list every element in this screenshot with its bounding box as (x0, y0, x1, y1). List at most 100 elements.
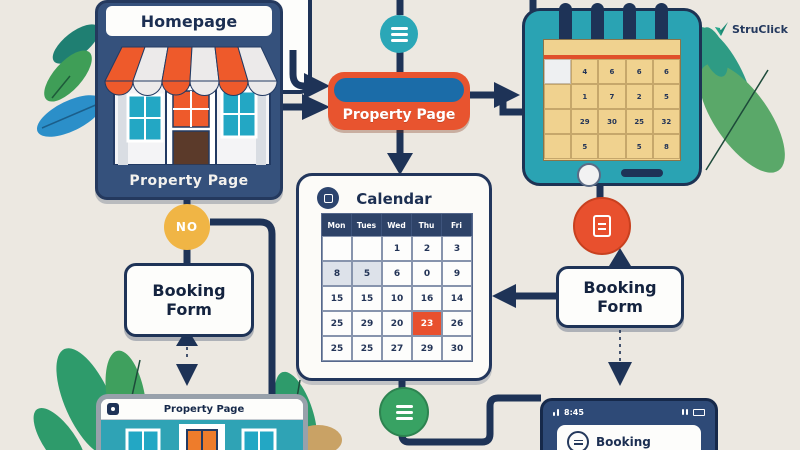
brand-name: StruClick (732, 23, 788, 36)
homepage-node[interactable]: Homepage (95, 0, 283, 200)
dashed-arrowheads (176, 248, 632, 386)
arrowhead-up-orangecircle (609, 248, 631, 266)
device-calendar-cell: 32 (652, 109, 680, 134)
calendar-date-cell[interactable]: 29 (412, 336, 442, 361)
device-calendar-cell (544, 84, 572, 109)
device-calendar-cell (544, 134, 572, 159)
calendar-day-header: Thu (412, 214, 442, 236)
arrowhead-up-bookingleft (176, 328, 198, 346)
phone-time: 8:45 (564, 407, 584, 417)
storefront-illustration (104, 46, 278, 165)
calendar-date-cell[interactable]: 9 (442, 261, 472, 286)
calendar-date-cell[interactable]: 15 (322, 286, 352, 311)
brand-logo: StruClick (714, 22, 788, 37)
calendar-date-cell[interactable]: 26 (442, 311, 472, 336)
phone-booking-panel[interactable]: Booking (557, 425, 701, 450)
leaves-right (689, 26, 785, 173)
device-calendar-cell: 4 (571, 59, 599, 84)
calendar-date-cell[interactable]: 2 (412, 236, 442, 261)
calendar-date-cell[interactable]: 23 (412, 311, 442, 336)
device-calendar-cell: 5 (652, 84, 680, 109)
hamburger-icon (390, 26, 408, 30)
solid-connectors (183, 0, 604, 446)
device-calendar-cell (598, 134, 626, 159)
leaves-top-left (36, 24, 104, 137)
calendar-date-cell[interactable]: 1 (382, 236, 412, 261)
laptop-page-title: Property Page (163, 403, 245, 415)
phone-form-label: Booking (596, 435, 651, 449)
calendar-day-header: Mon (322, 214, 352, 236)
arrowhead-pill-down (387, 153, 413, 175)
binder-ring-icon (655, 3, 668, 45)
arrowhead-down-laptop (176, 364, 198, 386)
laptop-node[interactable]: Property Page (96, 394, 308, 450)
no-badge: NO (164, 204, 210, 250)
calendar-date-cell[interactable]: 25 (352, 336, 382, 361)
arrowhead-down-phone (608, 362, 632, 386)
booking-form-right-node[interactable]: Booking Form (556, 266, 684, 328)
device-speaker (621, 169, 663, 177)
device-calendar-header (544, 40, 680, 59)
booking-form-left-node[interactable]: Booking Form (124, 263, 254, 337)
binder-ring-icon (591, 3, 604, 45)
calendar-date-cell[interactable]: 27 (382, 336, 412, 361)
calendar-date-cell[interactable]: 20 (382, 311, 412, 336)
mini-storefront-illustration (125, 424, 277, 450)
binder-ring-icon (559, 3, 572, 45)
device-calendar-cell (544, 59, 572, 84)
calendar-date-cell[interactable]: 16 (412, 286, 442, 311)
device-calendar-cell: 6 (598, 59, 626, 84)
booking-form-left-label: Booking Form (152, 281, 226, 319)
device-calendar-cell: 29 (571, 109, 599, 134)
device-calendar-cell: 6 (625, 59, 653, 84)
calendar-day-header: Tues (352, 214, 382, 236)
laptop-titlebar: Property Page (101, 399, 303, 420)
calendar-date-cell[interactable]: 3 (442, 236, 472, 261)
calendar-date-cell[interactable]: 0 (412, 261, 442, 286)
device-home-button[interactable] (577, 163, 601, 187)
calendar-date-cell[interactable]: 6 (382, 261, 412, 286)
wifi-icon (682, 409, 688, 415)
homepage-caption: Property Page (129, 173, 249, 189)
calendar-date-cell[interactable]: 5 (352, 261, 382, 286)
phone-statusbar: 8:45 (543, 401, 715, 423)
calendar-date-cell[interactable] (322, 236, 352, 261)
homepage-title: Homepage (106, 6, 272, 36)
calendar-date-cell[interactable]: 10 (382, 286, 412, 311)
property-page-node[interactable]: Property Page (328, 72, 470, 130)
device-calendar-cell: 7 (598, 84, 626, 109)
phone-node[interactable]: 8:45 Booking (540, 398, 718, 450)
device-calendar-cell: 6 (652, 59, 680, 84)
leaf-check-icon (715, 22, 728, 36)
signal-icon (553, 408, 559, 416)
booking-icon (567, 431, 589, 450)
calendar-date-cell[interactable]: 25 (322, 311, 352, 336)
battery-icon (693, 408, 705, 416)
calendar-date-cell[interactable]: 30 (442, 336, 472, 361)
line-calendar-to-phone (398, 381, 541, 446)
menu-node-bottom[interactable] (379, 387, 429, 437)
device-calendar-cell (544, 109, 572, 134)
laptop-screen (101, 420, 303, 450)
calendar-date-cell[interactable]: 29 (352, 311, 382, 336)
calendar-date-cell[interactable]: 14 (442, 286, 472, 311)
calendar-icon (317, 187, 339, 209)
calendar-date-cell[interactable]: 25 (322, 336, 352, 361)
line-no-branch-to-laptop (210, 218, 276, 396)
property-page-label: Property Page (342, 107, 456, 123)
booking-step-node[interactable] (573, 197, 631, 255)
calendar-date-cell[interactable]: 15 (352, 286, 382, 311)
calendar-day-header: Wed (382, 214, 412, 236)
arrowhead-into-pill-lower (302, 94, 330, 120)
line-corner-to-pill (289, 50, 305, 90)
calendar-date-cell[interactable] (352, 236, 382, 261)
calendar-date-cell[interactable]: 8 (322, 261, 352, 286)
binder-ring-icon (623, 3, 636, 45)
menu-node[interactable] (380, 15, 418, 53)
